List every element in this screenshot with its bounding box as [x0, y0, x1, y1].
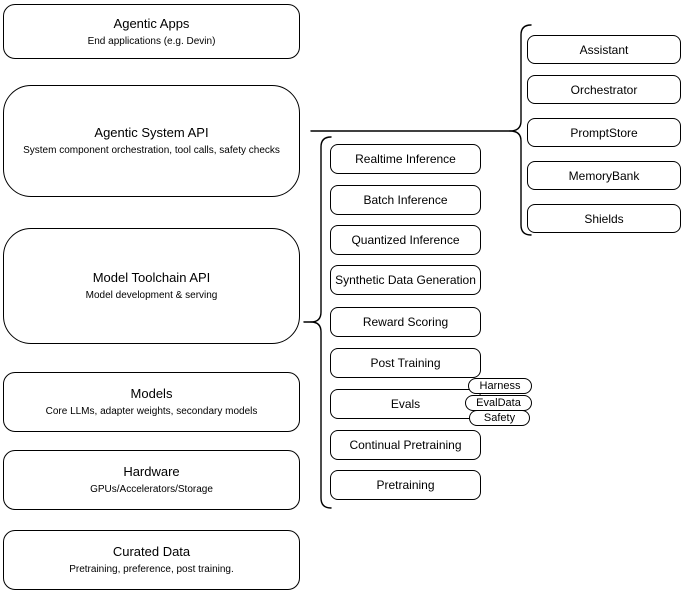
box-agentic-apps: Agentic Apps End applications (e.g. Devi…	[3, 4, 300, 59]
box-label: Shields	[584, 211, 624, 226]
box-batch-inference: Batch Inference	[330, 185, 481, 215]
box-label: Synthetic Data Generation	[335, 273, 476, 287]
box-label: Assistant	[579, 42, 629, 57]
box-subtitle: End applications (e.g. Devin)	[87, 35, 216, 47]
pill-evaldata: EvalData	[465, 395, 532, 411]
box-quantized-inference: Quantized Inference	[330, 225, 481, 255]
pill-label: Harness	[479, 380, 521, 392]
box-synthetic-data-generation: Synthetic Data Generation	[330, 265, 481, 295]
box-label: Reward Scoring	[362, 315, 449, 329]
box-post-training: Post Training	[330, 348, 481, 378]
box-assistant: Assistant	[527, 35, 681, 64]
box-title: Models	[130, 386, 173, 401]
box-model-toolchain-api: Model Toolchain API Model development & …	[3, 228, 300, 344]
box-subtitle: Model development & serving	[85, 290, 218, 301]
box-realtime-inference: Realtime Inference	[330, 144, 481, 174]
pill-label: Safety	[483, 412, 516, 424]
box-label: Post Training	[370, 356, 441, 370]
box-title: Model Toolchain API	[92, 270, 211, 285]
box-label: Quantized Inference	[351, 233, 460, 247]
box-title: Hardware	[123, 464, 180, 479]
pill-label: EvalData	[476, 397, 521, 409]
system-components-brace	[509, 24, 532, 236]
box-curated-data: Curated Data Pretraining, preference, po…	[3, 530, 300, 590]
box-label: MemoryBank	[568, 168, 640, 183]
box-label: Continual Pretraining	[349, 438, 462, 452]
box-subtitle: Core LLMs, adapter weights, secondary mo…	[45, 406, 258, 417]
toolchain-brace	[310, 136, 332, 509]
box-pretraining: Pretraining	[330, 470, 481, 500]
box-continual-pretraining: Continual Pretraining	[330, 430, 481, 460]
box-models: Models Core LLMs, adapter weights, secon…	[3, 372, 300, 432]
box-title: Agentic Apps	[113, 15, 190, 31]
box-reward-scoring: Reward Scoring	[330, 307, 481, 337]
box-evals: Evals	[330, 389, 481, 419]
box-label: PromptStore	[570, 125, 638, 140]
box-subtitle: Pretraining, preference, post training.	[69, 564, 234, 575]
pill-safety: Safety	[469, 410, 530, 426]
box-title: Agentic System API	[94, 125, 209, 140]
box-label: Batch Inference	[363, 193, 448, 207]
box-memorybank: MemoryBank	[527, 161, 681, 190]
box-subtitle: System component orchestration, tool cal…	[23, 145, 280, 156]
box-agentic-system-api: Agentic System API System component orch…	[3, 85, 300, 197]
box-shields: Shields	[527, 204, 681, 233]
box-label: Orchestrator	[570, 82, 638, 97]
box-hardware: Hardware GPUs/Accelerators/Storage	[3, 450, 300, 510]
box-label: Evals	[390, 397, 421, 411]
box-title: Curated Data	[112, 544, 191, 559]
box-orchestrator: Orchestrator	[527, 75, 681, 104]
box-label: Realtime Inference	[355, 152, 456, 166]
box-label: Pretraining	[376, 478, 435, 492]
box-promptstore: PromptStore	[527, 118, 681, 147]
pill-harness: Harness	[468, 378, 532, 394]
box-subtitle: GPUs/Accelerators/Storage	[90, 484, 213, 495]
